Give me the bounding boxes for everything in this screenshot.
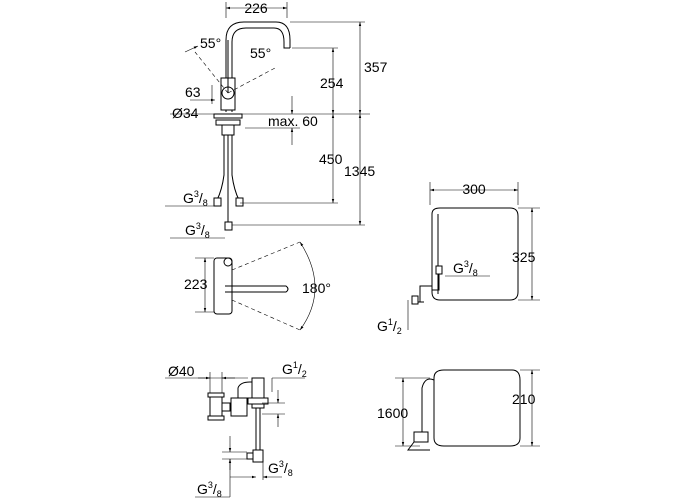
boiler-front-view: 300 325 G3/8 G1/2	[377, 181, 540, 336]
thread-hose-2: G3/8	[185, 221, 210, 240]
dim-boiler-width: 300	[462, 181, 486, 197]
dim-overall-length: 1345	[344, 163, 375, 179]
thread-boiler-outlet: G3/8	[453, 259, 478, 278]
dim-spout-height: 254	[320, 75, 344, 91]
dim-lever-offset: 63	[185, 84, 201, 100]
thread-valve-bottom: G3/8	[197, 480, 222, 499]
dim-swivel-angle: 180°	[302, 280, 331, 296]
dim-lever-angle-left: 55°	[200, 35, 221, 51]
faucet-top-view: 180° 223	[184, 241, 331, 331]
dim-base-diameter: Ø34	[172, 105, 199, 121]
dim-max-counter: max. 60	[268, 113, 318, 129]
dim-top-depth: 223	[184, 276, 208, 292]
dim-spout-reach: 226	[244, 0, 268, 16]
dim-boiler-height: 325	[512, 249, 536, 265]
spout	[225, 21, 291, 112]
thread-boiler-inlet: G1/2	[377, 317, 402, 336]
dim-valve-diameter: Ø40	[168, 363, 195, 379]
dim-hose-length: 450	[319, 151, 343, 167]
dim-total-height: 357	[364, 59, 388, 75]
thread-hose-1: G3/8	[183, 189, 208, 208]
faucet-side-view: 226 55° 55° 357 254 63 Ø34 max. 60 450 1…	[165, 0, 388, 240]
thread-valve-mid: G3/8	[268, 459, 293, 478]
dim-boiler-depth: 210	[512, 391, 536, 407]
dim-lever-angle-right: 55°	[250, 45, 271, 61]
thread-valve-top: G1/2	[282, 360, 307, 379]
valve-assembly: Ø40 G1/2 G3/8 G3/8	[165, 360, 307, 499]
hoses	[216, 135, 240, 230]
boiler-side-view: 210 1600	[377, 369, 540, 451]
dim-cable-length: 1600	[377, 405, 408, 421]
